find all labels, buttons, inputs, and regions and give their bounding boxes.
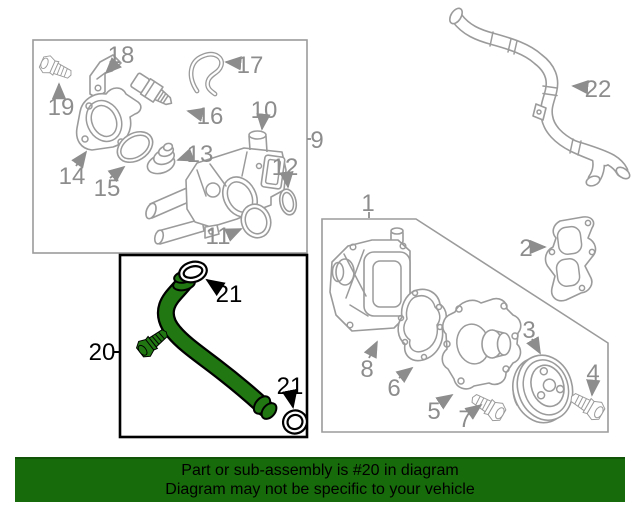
callout-19[interactable]: 19 <box>48 94 75 121</box>
callout-17[interactable]: 17 <box>237 52 264 79</box>
leader-5 <box>435 394 454 410</box>
leader-16 <box>186 107 205 122</box>
leader-21-top <box>205 278 226 297</box>
callout-10[interactable]: 10 <box>251 97 278 124</box>
leader-6 <box>395 366 414 384</box>
leader-14 <box>71 150 88 169</box>
callout-12[interactable]: 12 <box>272 154 299 181</box>
leader-7 <box>464 403 483 420</box>
callout-2[interactable]: 2 <box>519 235 532 262</box>
callout-22[interactable]: 22 <box>585 76 612 103</box>
leader-3 <box>526 336 541 355</box>
leader-17 <box>224 56 242 71</box>
leader-15 <box>107 165 126 183</box>
callout-21-top[interactable]: 21 <box>216 281 243 308</box>
callout-15[interactable]: 15 <box>94 175 121 202</box>
pulley-3-drawing <box>512 354 574 424</box>
callout-4[interactable]: 4 <box>586 360 599 387</box>
callout-13[interactable]: 13 <box>187 141 214 168</box>
banner-line-2: Diagram may not be specific to your vehi… <box>165 481 475 498</box>
highlighted-part-box: 21 21 20 <box>89 253 309 439</box>
callout-7[interactable]: 7 <box>458 406 471 433</box>
callout-14[interactable]: 14 <box>59 163 86 190</box>
callout-1[interactable]: 1 <box>361 190 374 217</box>
leader-13 <box>176 148 195 162</box>
callout-5[interactable]: 5 <box>427 398 440 425</box>
thermostat-housing-14-drawing <box>75 87 142 151</box>
oring-15-drawing <box>116 130 154 164</box>
thermostat-13-drawing <box>146 142 176 175</box>
oring-12-drawing <box>278 188 298 216</box>
leader-4 <box>586 379 601 397</box>
water-pump-group-box: 1 <box>321 190 609 433</box>
callout-6[interactable]: 6 <box>387 375 400 402</box>
callout-9[interactable]: 9 <box>310 127 323 154</box>
clip-17-drawing <box>188 51 224 97</box>
water-pump-5-drawing <box>441 297 522 390</box>
leader-10 <box>256 113 271 131</box>
leader-21-bottom <box>281 388 298 409</box>
leader-18 <box>104 57 122 75</box>
callout-3[interactable]: 3 <box>522 317 535 344</box>
callout-16[interactable]: 16 <box>197 103 224 130</box>
gasket-2-drawing: 2 <box>519 216 597 302</box>
oring-11-drawing <box>240 203 272 239</box>
diagram-note-banner: Part or sub-assembly is #20 in diagram D… <box>15 457 625 502</box>
hose-22-drawing: 22 <box>449 7 631 187</box>
leader-12 <box>279 171 294 189</box>
leader-11 <box>224 228 243 242</box>
oring-21-bottom-drawing <box>281 409 309 435</box>
callout-18[interactable]: 18 <box>108 42 135 69</box>
banner-line-1: Part or sub-assembly is #20 in diagram <box>181 462 459 479</box>
leader-22 <box>571 79 589 95</box>
callout-8[interactable]: 8 <box>360 356 373 383</box>
callout-11[interactable]: 11 <box>206 223 231 250</box>
callout-21-bottom[interactable]: 21 <box>277 373 304 400</box>
callout-20[interactable]: 20 <box>89 339 116 366</box>
pump-gasket-6-drawing <box>397 288 448 362</box>
sensor-16-drawing <box>130 72 173 106</box>
thermostat-group-box: 18 19 17 16 10 13 14 15 12 11 9 <box>32 39 324 254</box>
leader-8 <box>363 340 378 359</box>
oring-21-top-drawing <box>178 260 208 284</box>
